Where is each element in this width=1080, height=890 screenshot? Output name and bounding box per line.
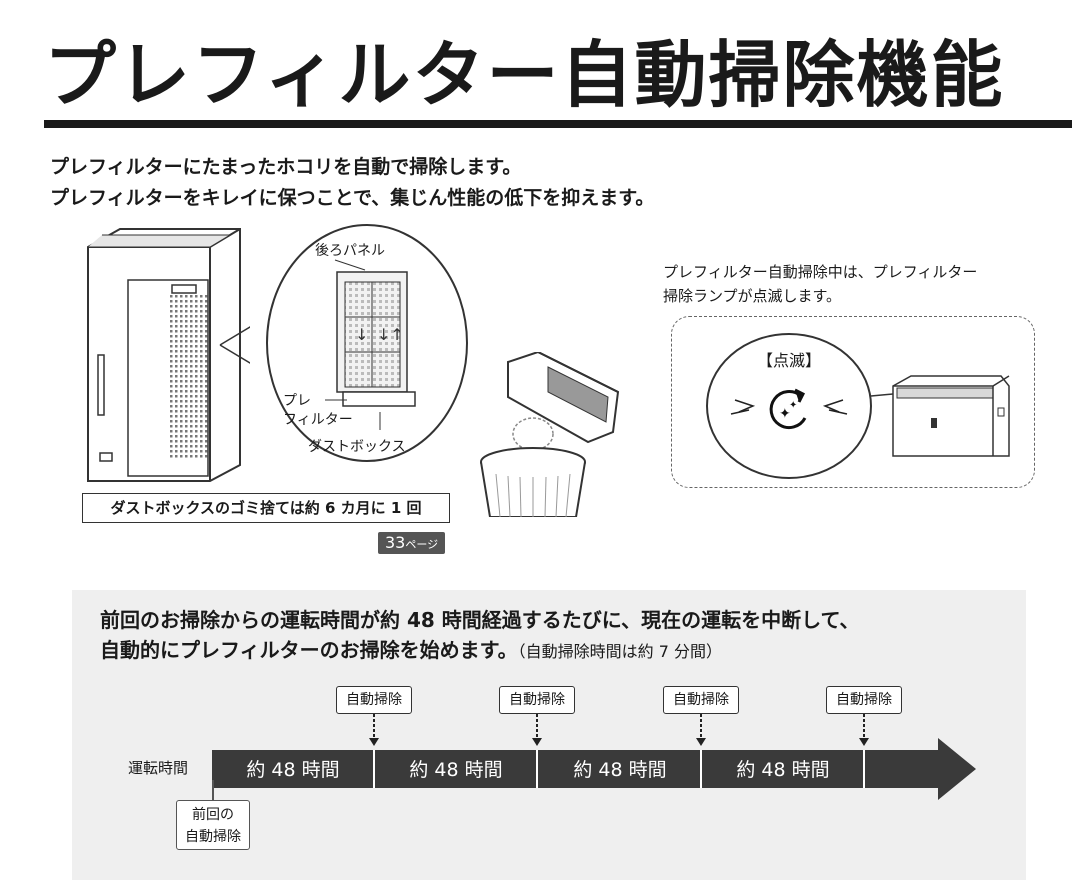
lamp-indicator-box xyxy=(671,316,1035,488)
title-underline xyxy=(44,120,1072,128)
back-panel-label: 後ろパネル xyxy=(315,243,385,259)
svg-text:↓: ↓ xyxy=(355,325,368,344)
lamp-illustration: ✦ ✦ xyxy=(706,333,1010,479)
page-reference-number: 33 xyxy=(385,533,406,552)
previous-clean-line1: 前回の xyxy=(192,807,234,823)
down-arrow-icon xyxy=(532,714,542,746)
air-purifier-illustration xyxy=(87,228,250,482)
prefilter-label-line2: フィルター xyxy=(283,412,353,428)
prefilter-label-line1: プレ xyxy=(283,393,311,409)
auto-clean-label: 自動掃除 xyxy=(826,686,902,714)
lamp-description: プレフィルター自動掃除中は、プレフィルター 掃除ランプが点滅します。 xyxy=(663,260,1073,308)
page-reference-badge[interactable]: 33ページ xyxy=(378,532,446,554)
previous-clean-connector xyxy=(212,780,214,800)
dustbox-disposal-note: ダストボックスのゴミ捨ては約 6 カ月に 1 回 xyxy=(82,493,450,523)
previous-clean-line2: 自動掃除 xyxy=(185,829,241,845)
blink-label: 【点滅】 xyxy=(757,351,822,370)
auto-clean-label: 自動掃除 xyxy=(336,686,412,714)
down-arrow-icon xyxy=(696,714,706,746)
dustbox-label: ダストボックス xyxy=(308,439,406,455)
auto-clean-label: 自動掃除 xyxy=(499,686,575,714)
timeline-axis-label: 運転時間 xyxy=(128,759,189,777)
timeline-segment: 約 48 時間 xyxy=(409,759,503,781)
auto-clean-lamp-icon xyxy=(769,388,807,429)
lamp-description-line1: プレフィルター自動掃除中は、プレフィルター xyxy=(663,263,978,281)
timeline-segment: 約 48 時間 xyxy=(246,759,340,781)
down-arrow-icon xyxy=(859,714,869,746)
timeline-description-line2: 自動的にプレフィルターのお掃除を始めます。（自動掃除時間は約 7 分間） xyxy=(100,634,722,663)
previous-auto-clean-box: 前回の 自動掃除 xyxy=(176,800,250,850)
timeline-segment: 約 48 時間 xyxy=(736,759,830,781)
intro-line-2: プレフィルターをキレイに保つことで、集じん性能の低下を抑えます。 xyxy=(50,187,655,209)
svg-text:↓↑: ↓↑ xyxy=(377,325,404,344)
page-reference-suffix: ページ xyxy=(405,538,439,551)
timeline-arrow xyxy=(212,738,976,800)
dustbox-emptying-illustration xyxy=(480,352,620,517)
auto-clean-label: 自動掃除 xyxy=(663,686,739,714)
timeline-segment: 約 48 時間 xyxy=(573,759,667,781)
lamp-description-line2: 掃除ランプが点滅します。 xyxy=(663,287,842,305)
timeline-duration-note: （自動掃除時間は約 7 分間） xyxy=(517,642,722,661)
timeline-description-main: 自動的にプレフィルターのお掃除を始めます。 xyxy=(100,638,518,662)
page-title: プレフィルター自動掃除機能 xyxy=(44,33,1005,117)
svg-text:✦: ✦ xyxy=(779,406,791,422)
timeline-description-line1: 前回のお掃除からの運転時間が約 48 時間経過するたびに、現在の運転を中断して、 xyxy=(100,608,860,632)
svg-text:✦: ✦ xyxy=(789,400,797,411)
back-panel-zoom-illustration: ↓ ↓↑ xyxy=(266,224,468,462)
intro-line-1: プレフィルターにたまったホコリを自動で掃除します。 xyxy=(50,156,522,178)
down-arrow-icon xyxy=(369,714,379,746)
